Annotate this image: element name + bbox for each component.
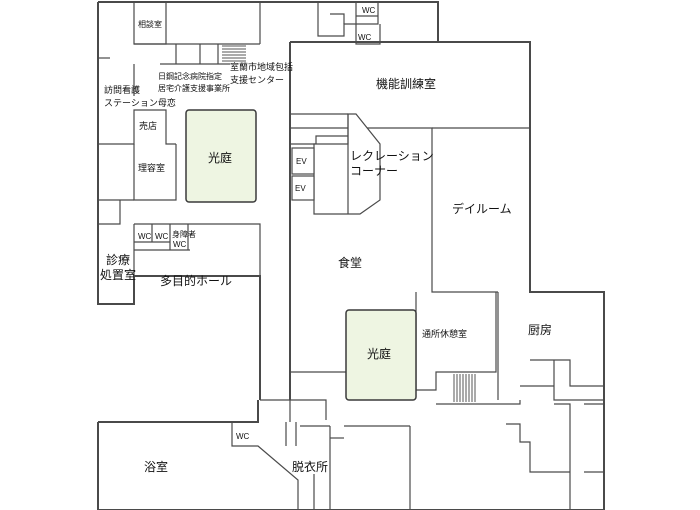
stairs-middle-right [453,374,476,402]
courtyard-upper-label: 光庭 [208,150,232,165]
nikko-care-office-label-line2: 居宅介護支援事業所 [158,83,230,93]
day-room-label: デイルーム [452,201,512,216]
recreation-corner-label-line2: コーナー [350,164,398,178]
recreation-corner-label-line1: レクレーション [350,149,434,163]
elevator-1-label: EV [296,157,307,166]
clinic-room-label-line1: 診療 [106,252,130,267]
muroran-support-center-label-line1: 室蘭市地域包括 [230,61,293,72]
outer-walls [97,1,605,510]
dining-hall-label: 食堂 [338,255,362,270]
wc-top-2-label: WC [358,33,372,42]
kitchen-label: 厨房 [528,322,552,337]
muroran-support-center-label-line2: 支援センター [230,74,284,85]
accessible-wc-label-line2: WC [173,240,187,249]
courtyard-lower [345,309,417,401]
stairs-upper-left [222,45,246,62]
accessible-wc-label-line1: 身障者 [172,229,196,239]
nikko-care-office-label-line1: 日鋼記念病院指定 [158,71,222,81]
courtyard-upper [185,109,257,203]
upper-left-walls [98,2,261,276]
courtyard-lower-label: 光庭 [367,346,391,361]
changing-room-label: 脱衣所 [292,459,328,474]
visiting-nurse-label-line1: 訪問看護 [104,84,140,95]
visiting-nurse-label-line2: ステーション母恋 [104,97,176,108]
wc-top-1-label: WC [362,6,376,15]
wc-left-2-label: WC [155,232,169,241]
wc-bath-label: WC [236,432,250,441]
recreation-walls [290,113,381,215]
functional-training-room-label: 機能訓練室 [376,76,436,91]
multipurpose-hall-label: 多目的ホール [160,273,232,288]
commuter-rest-room-label: 通所休憩室 [422,328,467,339]
middle-right-walls [290,292,604,510]
shop-label: 売店 [139,120,157,131]
clinic-room-label-line2: 処置室 [100,267,136,282]
barber-label: 理容室 [138,162,165,173]
lower-walls [231,399,604,510]
consultation-room-label: 相談室 [138,19,162,29]
elevator-2-label: EV [295,184,306,193]
bathroom-label: 浴室 [144,459,168,474]
wc-left-1-label: WC [138,232,152,241]
